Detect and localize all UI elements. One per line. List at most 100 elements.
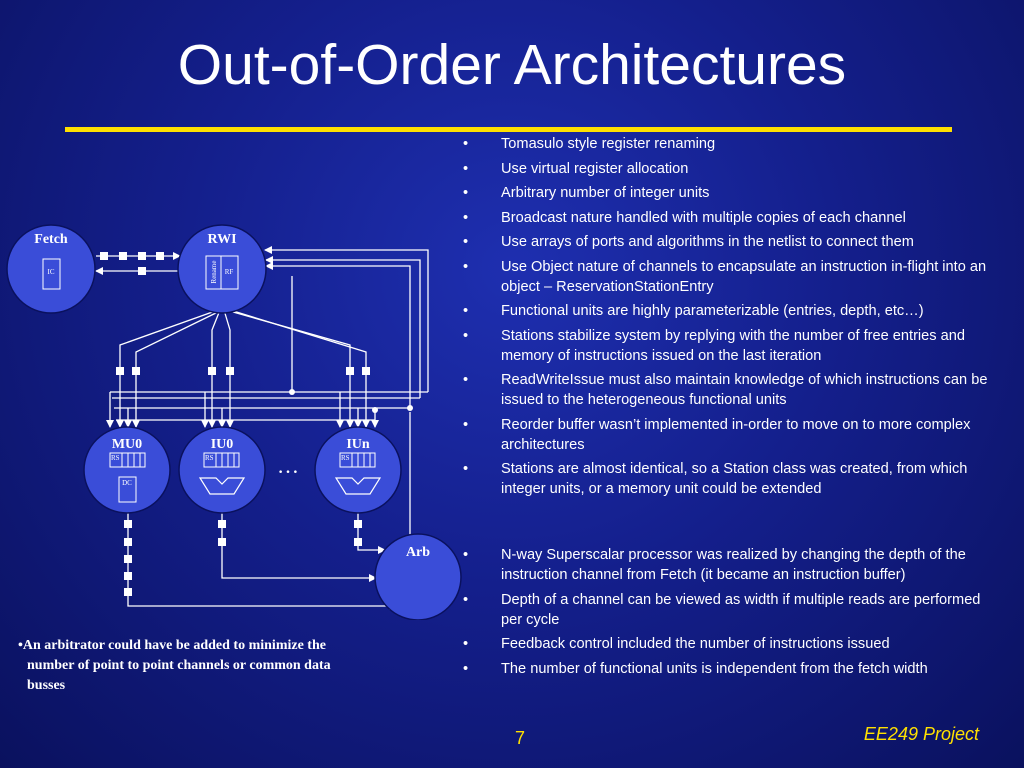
bullet-dot: • (463, 461, 469, 477)
fetch-ic-label: IC (48, 268, 55, 276)
channel-buffer-marker (208, 367, 216, 375)
connection-wires (95, 246, 429, 610)
ellipsis-between-units: … (277, 453, 299, 478)
channel-buffer-marker (138, 252, 146, 260)
feedback-rail-1 (264, 246, 429, 392)
arb-label: Arb (406, 545, 430, 560)
bullet-dot: • (463, 258, 469, 275)
channel-buffer-marker (138, 267, 146, 275)
mu0-node: MU0 RS DC (83, 426, 171, 514)
bullet-text: The number of functional units is indepe… (501, 660, 928, 677)
iu0-node: IU0 RS (178, 426, 266, 514)
bullet-item: • Tomasulo style register renaming (462, 134, 1002, 154)
bullet-item: • Arbitrary number of integer units (462, 183, 1002, 203)
mu0-rs-label: RS (111, 454, 120, 462)
rwi-to-mu0-wire (116, 309, 219, 428)
rwi-label: RWI (207, 232, 236, 247)
bullet-list-top: • Tomasulo style register renaming •Use vi… (462, 134, 1002, 504)
bullet-text: Feedback control included the number of … (501, 636, 890, 652)
channel-buffer-marker (119, 252, 127, 260)
bullet-dot: • (463, 136, 469, 152)
channel-buffer-marker (362, 367, 370, 375)
note-line: •An arbitrator could have be added to mi… (18, 638, 326, 653)
mu0-label: MU0 (112, 437, 142, 452)
bullet-text: Arbitrary number of integer units (501, 185, 710, 201)
bullet-item: •Depth of a channel can be viewed as wid… (462, 590, 1002, 630)
bullet-dot: • (463, 234, 469, 250)
bullet-text: Reorder buffer wasn’t implemented in-ord… (501, 416, 971, 453)
rwi-to-iu0-wire (208, 309, 221, 428)
channel-buffer-marker (218, 520, 226, 528)
iun-node: IUn RS (314, 426, 402, 514)
channel-buffer-marker (124, 572, 132, 580)
bullet-item: • ReadWriteIssue must also maintain knowl… (462, 370, 1002, 410)
bullet-dot: • (463, 303, 469, 319)
bullet-item: • Stations stabilize system by replying w… (462, 326, 1002, 366)
channel-buffer-marker (218, 538, 226, 546)
channel-buffer-marker (124, 555, 132, 563)
channel-buffer-marker (124, 520, 132, 528)
bullet-item: • Stations are almost identical, so a Sta… (462, 459, 1002, 499)
bullet-dot: • (463, 327, 469, 344)
channel-buffer-marker (124, 538, 132, 546)
feedback-rail-3 (265, 262, 411, 408)
iu0-alu-icon (198, 477, 246, 495)
bullet-dot: • (463, 547, 469, 563)
bullet-text: Use Object nature of channels to encapsu… (501, 258, 987, 295)
channel-buffer-marker (124, 588, 132, 596)
bullet-text: Depth of a channel can be viewed as widt… (501, 591, 981, 628)
iu0-rs-label: RS (205, 454, 214, 462)
bullet-item: • Reorder buffer wasn’t implemented in-or… (462, 415, 1002, 455)
bullet-item: •Use virtual register allocation (462, 159, 1002, 179)
channel-buffer-marker (132, 367, 140, 375)
channel-buffer-marker (100, 252, 108, 260)
bullet-dot: • (463, 416, 469, 433)
title-underline (65, 127, 952, 132)
rwi-to-mu0-wire-2 (132, 309, 223, 428)
footer-project-name: EE249 Project (863, 724, 979, 744)
bullet-text: Use arrays of ports and algorithms in th… (501, 234, 914, 250)
bullet-text: Functional units are highly parameteriza… (501, 303, 924, 319)
bullet-item: • Broadcast nature handled with multiple … (462, 208, 1002, 228)
bullet-item: • The number of functional units is indep… (462, 659, 1002, 679)
bullet-dot: • (463, 185, 469, 201)
iun-to-arb-wire (357, 512, 386, 554)
channel-buffer-marker (354, 520, 362, 528)
bullet-dot: • (463, 160, 469, 177)
bullet-item: • Use Object nature of channels to encaps… (462, 257, 1002, 297)
bullet-item: • Functional units are highly parameteriz… (462, 301, 1002, 321)
iun-label: IUn (346, 437, 370, 452)
channel-buffer-marker (354, 538, 362, 546)
note-line: number of point to point channels or com… (27, 658, 331, 673)
bullet-list-bottom: •N-way Superscalar processor was realize… (462, 545, 1002, 683)
bullet-dot: • (463, 660, 469, 677)
channel-buffer-marker (346, 367, 354, 375)
junction-dots (289, 389, 413, 413)
bullet-dot: • (463, 209, 469, 226)
channel-buffer-marker (226, 367, 234, 375)
bullet-item: • Feedback control included the number of… (462, 634, 1002, 654)
page-number: 7 (515, 728, 526, 748)
channel-markers (100, 252, 370, 596)
bullet-dot: • (463, 636, 469, 652)
iu0-to-arb-wire (221, 512, 377, 582)
bullet-item: •N-way Superscalar processor was realize… (462, 545, 1002, 585)
iu0-label: IU0 (211, 437, 234, 452)
rwi-to-iun-wire-2 (229, 309, 370, 428)
iun-alu-icon (334, 477, 382, 495)
feedback-rail-2 (265, 256, 421, 398)
bullet-text: Stations are almost identical, so a Stat… (501, 461, 968, 497)
bullet-item: • Use arrays of ports and algorithms in t… (462, 232, 1002, 252)
fetch-node: Fetch IC (6, 224, 96, 314)
bullet-dot: • (463, 372, 469, 388)
slide-title: Out-of-Order Architectures (177, 33, 847, 97)
rwi-node: RWI Rename RF (177, 224, 267, 314)
bullet-text: Tomasulo style register renaming (501, 136, 716, 152)
bullet-text: Broadcast nature handled with multiple c… (501, 209, 906, 226)
rwi-rf-label: RF (225, 268, 234, 276)
bullet-text: Stations stabilize system by replying wi… (501, 327, 965, 364)
bullet-text: ReadWriteIssue must also maintain knowle… (501, 372, 988, 408)
rwi-rename-label: Rename (210, 261, 218, 284)
arb-node: Arb (374, 533, 462, 620)
rwi-to-iu0-wire-2 (223, 309, 234, 428)
